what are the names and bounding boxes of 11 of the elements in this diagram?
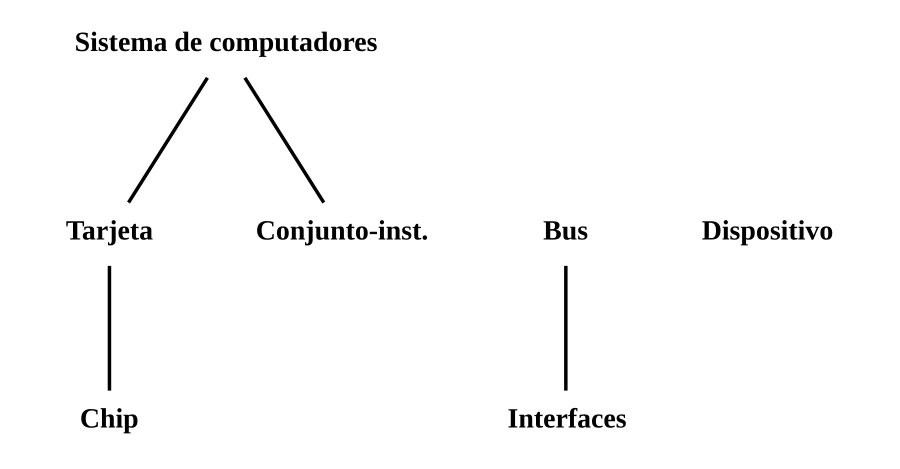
connector <box>127 76 209 204</box>
connector <box>564 266 568 391</box>
node-text: Conjunto-inst. <box>256 215 428 246</box>
node-text: Bus <box>543 215 588 246</box>
node-text: Chip <box>80 404 139 435</box>
node-text: Tarjeta <box>66 215 154 246</box>
node-text: Interfaces <box>507 404 627 435</box>
connector <box>243 76 326 204</box>
node-text: Dispositivo <box>702 215 834 246</box>
connector <box>108 266 112 391</box>
node-text: Sistema de computadores <box>74 27 378 58</box>
